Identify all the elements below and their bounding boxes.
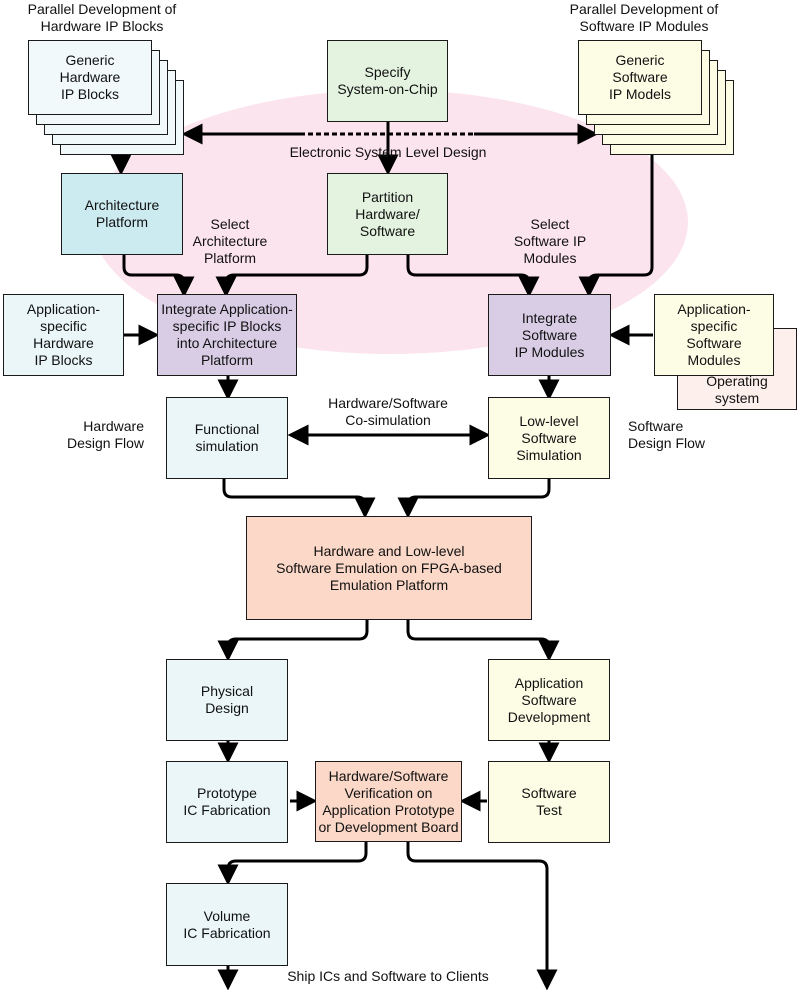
integrate-sw-box: Integrate Software IP Modules <box>488 294 611 376</box>
arrow-verif-to-ship <box>406 842 558 990</box>
cosim-label: Hardware/Software Co-simulation <box>328 395 448 428</box>
arrow-partition-to-integrate-hw <box>215 255 369 298</box>
generic-software-ip-models: Generic Software IP Models <box>578 40 702 115</box>
physical-design-box: Physical Design <box>166 659 288 741</box>
arrow-partition-to-integrate-sw <box>406 255 540 298</box>
emulation-box: Hardware and Low-level Software Emulatio… <box>246 516 532 620</box>
esl-label: Electronic System Level Design <box>289 144 487 160</box>
integrate-hw-box: Integrate Application- specific IP Block… <box>157 294 297 376</box>
prototype-ic-box: Prototype IC Fabrication <box>166 761 288 843</box>
parallel-hw-label: Parallel Development of Hardware IP Bloc… <box>27 1 177 34</box>
arrow-lowsim-to-emulation <box>397 479 551 519</box>
architecture-platform-box: Architecture Platform <box>61 173 183 255</box>
app-specific-hw-ip-box: Application- specific Hardware IP Blocks <box>3 294 124 376</box>
partition-box: Partition Hardware/ Software <box>327 173 448 255</box>
lowlevel-simulation-box: Low-level Software Simulation <box>488 397 610 479</box>
select-software-label: Select Software IP Modules <box>513 216 587 266</box>
arrow-verif-to-volume <box>217 842 368 886</box>
app-specific-sw-modules-box: Application- specific Software Modules <box>654 294 774 376</box>
arrow-generic-sw-to-integrate <box>578 155 654 298</box>
functional-simulation-box: Functional simulation <box>166 397 288 479</box>
specify-soc-box: Specify System-on-Chip <box>327 40 448 122</box>
arrow-emulation-to-appsw <box>406 620 560 662</box>
arrow-emulation-to-physical <box>217 620 369 662</box>
ship-label: Ship ICs and Software to Clients <box>287 968 489 984</box>
arrow-arch-to-integrate <box>122 255 195 298</box>
arrow-funcsim-to-emulation <box>222 479 376 519</box>
volume-ic-box: Volume IC Fabrication <box>166 883 288 966</box>
hardware-flow-label: Hardware Design Flow <box>66 418 144 451</box>
parallel-sw-label: Parallel Development of Software IP Modu… <box>569 1 719 34</box>
hw-sw-verification-box: Hardware/Software Verification on Applic… <box>315 761 462 842</box>
software-flow-label: Software Design Flow <box>628 418 706 451</box>
app-software-dev-box: Application Software Development <box>488 659 610 741</box>
generic-hardware-ip-blocks: Generic Hardware IP Blocks <box>28 40 152 115</box>
software-test-box: Software Test <box>488 761 610 843</box>
select-architecture-label: Select Architecture Platform <box>192 216 268 266</box>
